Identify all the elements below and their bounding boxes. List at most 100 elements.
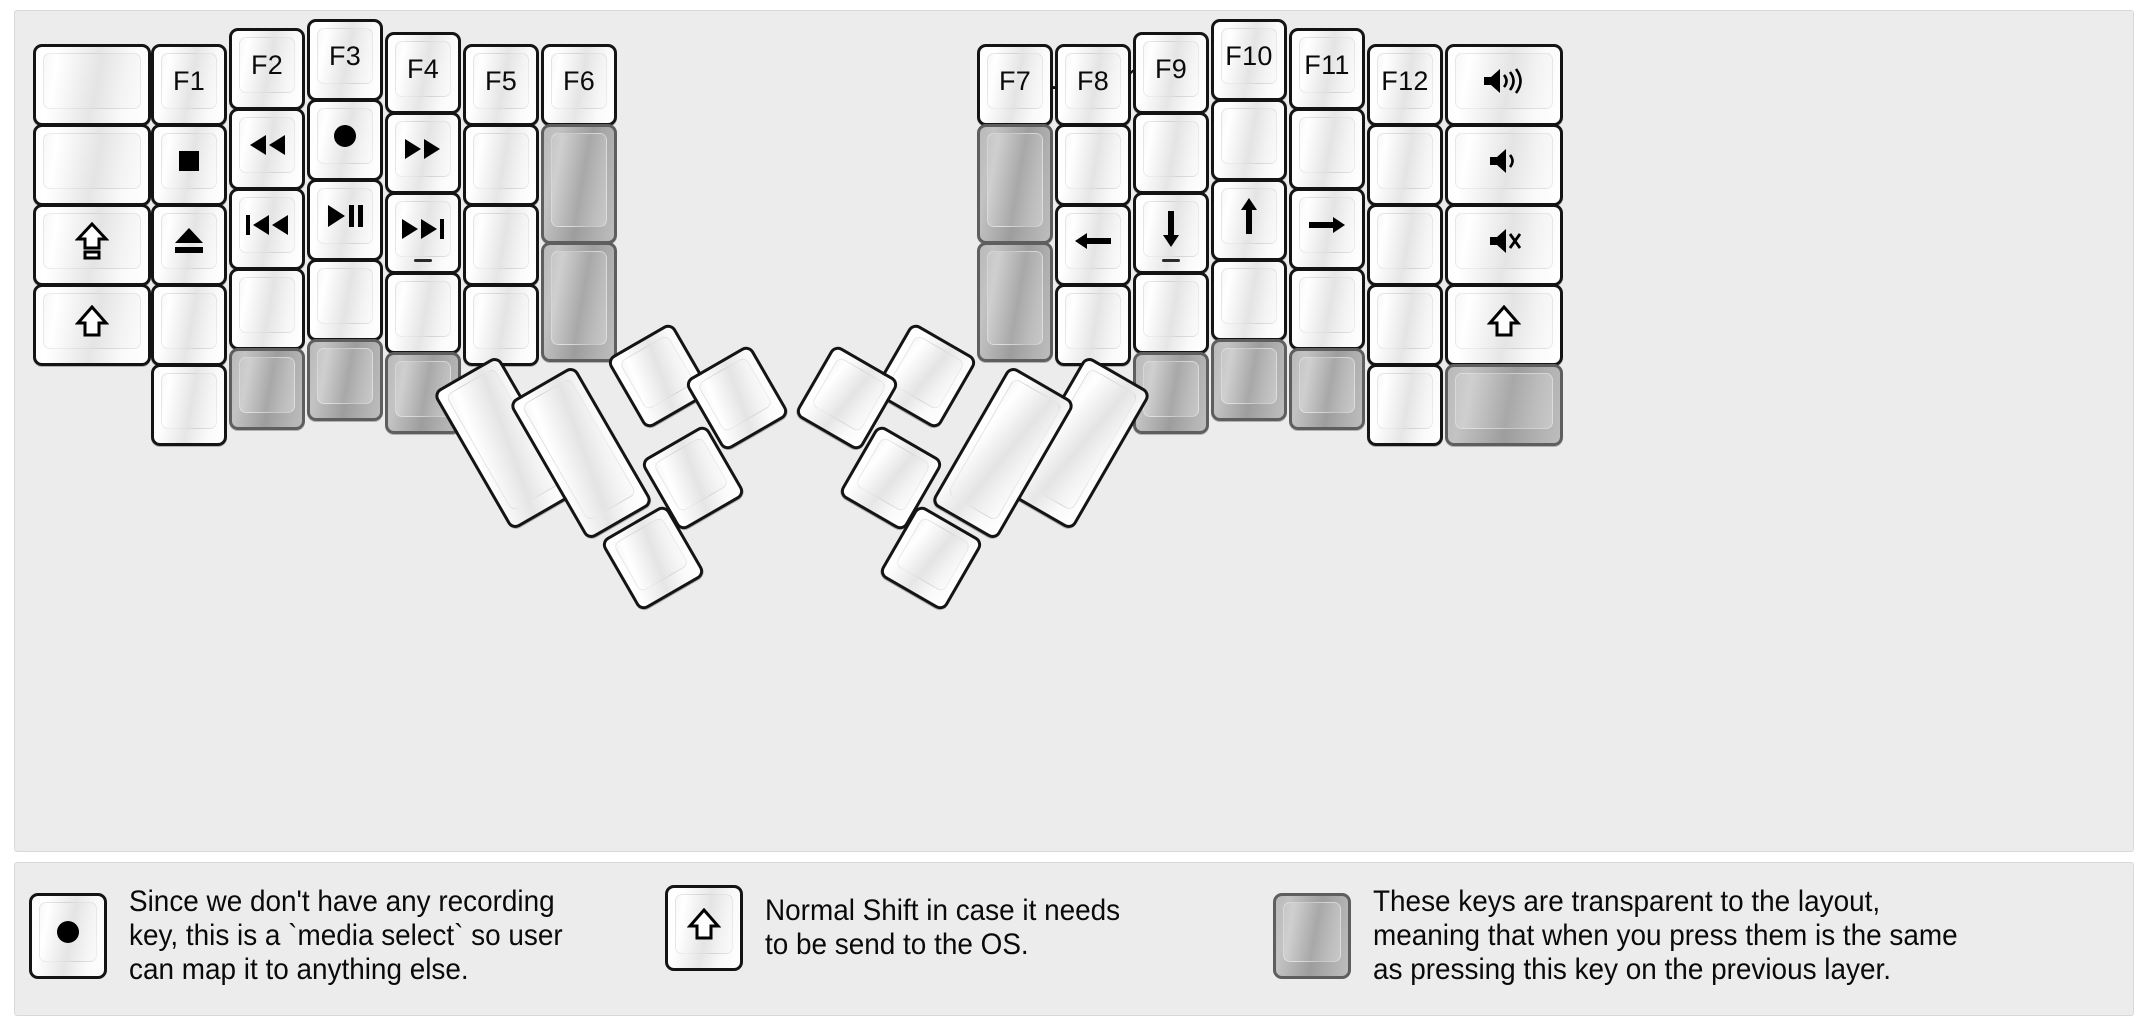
keycap-surface — [1455, 213, 1553, 269]
key-blank-l-r4c5[interactable] — [385, 272, 461, 354]
key-eject[interactable] — [151, 204, 227, 286]
key-blank-l-r4c4[interactable] — [307, 259, 383, 341]
keycap-surface — [1299, 197, 1355, 253]
shift-icon — [1487, 305, 1521, 337]
keycap-surface: F1 — [161, 53, 217, 109]
key-blank-l-r4c3[interactable] — [229, 268, 305, 350]
key-next-track[interactable] — [385, 192, 461, 274]
keycap-surface — [894, 516, 972, 593]
key-trans-l-r5c4[interactable] — [307, 339, 383, 421]
key-blank-r-r4c5[interactable] — [1289, 268, 1365, 350]
key-f6[interactable]: F6 — [541, 44, 617, 126]
key-blank-l-r1c1[interactable] — [33, 44, 151, 126]
legend-shift: Normal Shift in case it needs to be send… — [665, 885, 1147, 971]
key-f8[interactable]: F8 — [1055, 44, 1131, 126]
key-f11[interactable]: F11 — [1289, 28, 1365, 110]
key-prev-track[interactable] — [229, 188, 305, 270]
key-f2[interactable]: F2 — [229, 28, 305, 110]
key-blank-r-r3c6[interactable] — [1367, 204, 1443, 286]
key-blank-r-r2c5[interactable] — [1289, 108, 1365, 190]
key-blank-l-r4c6[interactable] — [463, 284, 539, 366]
key-trans-r-r5c4[interactable] — [1211, 339, 1287, 421]
keycap-surface: F4 — [395, 41, 451, 97]
key-blank-r-r2c3[interactable] — [1133, 112, 1209, 194]
volume-down-icon — [1487, 146, 1521, 176]
key-stop[interactable] — [151, 124, 227, 206]
key-arrow-down[interactable] — [1133, 192, 1209, 274]
key-f3[interactable]: F3 — [307, 19, 383, 101]
key-f10[interactable]: F10 — [1211, 19, 1287, 101]
key-blank-r-r2c6[interactable] — [1367, 124, 1443, 206]
key-blank-r-r2c2[interactable] — [1055, 124, 1131, 206]
keycap-surface — [161, 213, 217, 269]
key-arrow-up[interactable] — [1211, 179, 1287, 261]
key-shift-left[interactable] — [33, 284, 151, 366]
key-mute[interactable] — [1445, 204, 1563, 286]
key-f5[interactable]: F5 — [463, 44, 539, 126]
key-f7[interactable]: F7 — [977, 44, 1053, 126]
key-blank-r-r4c6[interactable] — [1367, 284, 1443, 366]
legend-description: Normal Shift in case it needs to be send… — [765, 893, 1121, 961]
keycap-surface — [43, 53, 141, 109]
key-record[interactable] — [307, 99, 383, 181]
key-label: F11 — [1304, 49, 1350, 80]
homing-bar — [1162, 259, 1180, 262]
key-trans-r-r3c1[interactable] — [977, 242, 1053, 362]
keycap-surface — [612, 516, 690, 593]
key-trans-r-r5c5[interactable] — [1289, 348, 1365, 430]
key-trans-r-r5c7[interactable] — [1445, 364, 1563, 446]
keycap-surface — [675, 894, 733, 954]
key-play-pause[interactable] — [307, 179, 383, 261]
mute-icon — [1487, 226, 1521, 256]
keycap-surface — [1299, 277, 1355, 333]
keycap-surface — [395, 201, 451, 257]
key-trans-l-r5c3[interactable] — [229, 348, 305, 430]
keycap-surface — [317, 108, 373, 164]
key-trans-r-r2c1[interactable] — [977, 124, 1053, 244]
keycap-surface — [1065, 293, 1121, 349]
keycap-surface — [1143, 121, 1199, 177]
shift-icon — [687, 908, 721, 940]
key-f9[interactable]: F9 — [1133, 32, 1209, 114]
key-blank-l-r2c6[interactable] — [463, 124, 539, 206]
keycap-surface — [1377, 373, 1433, 429]
key-arrow-left[interactable] — [1055, 204, 1131, 286]
key-blank-l-r3c6[interactable] — [463, 204, 539, 286]
key-f4[interactable]: F4 — [385, 32, 461, 114]
legend-sample-key-transparent — [1273, 893, 1351, 980]
keycap-surface — [239, 117, 295, 173]
key-volume-down[interactable] — [1445, 124, 1563, 206]
key-arrow-right[interactable] — [1289, 188, 1365, 270]
key-blank-l-r4c2[interactable] — [151, 284, 227, 366]
key-f1[interactable]: F1 — [151, 44, 227, 126]
key-shift-right[interactable] — [1445, 284, 1563, 366]
record-icon — [330, 121, 360, 151]
keycap-surface: F2 — [239, 37, 295, 93]
fast-forward-icon — [402, 136, 444, 162]
legend-panel: Since we don't have any recording key, t… — [14, 862, 2134, 1016]
key-caps-lock[interactable] — [33, 204, 151, 286]
key-blank-l-r5c2[interactable] — [151, 364, 227, 446]
key-trans-l-r2c7[interactable] — [541, 124, 617, 244]
key-label: F1 — [172, 65, 206, 96]
legend-description: Since we don't have any recording key, t… — [129, 885, 563, 987]
key-trans-l-r3c7[interactable] — [541, 242, 617, 362]
key-blank-r-r2c4[interactable] — [1211, 99, 1287, 181]
legend-description: These keys are transparent to the layout… — [1373, 885, 1958, 987]
key-blank-l-r2c1[interactable] — [33, 124, 151, 206]
keycap-surface — [317, 348, 373, 404]
key-fast-forward[interactable] — [385, 112, 461, 194]
key-label: F2 — [250, 49, 284, 80]
key-label: F12 — [1381, 65, 1429, 96]
key-volume-up[interactable] — [1445, 44, 1563, 126]
keycap-surface — [473, 213, 529, 269]
key-blank-r-r4c4[interactable] — [1211, 259, 1287, 341]
key-blank-r-r4c3[interactable] — [1133, 272, 1209, 354]
keycap-surface — [43, 293, 141, 349]
key-f12[interactable]: F12 — [1367, 44, 1443, 126]
rewind-icon — [246, 132, 288, 158]
keycap-surface — [1143, 281, 1199, 337]
key-rewind[interactable] — [229, 108, 305, 190]
key-blank-r-r4c2[interactable] — [1055, 284, 1131, 366]
key-blank-r-r5c6[interactable] — [1367, 364, 1443, 446]
